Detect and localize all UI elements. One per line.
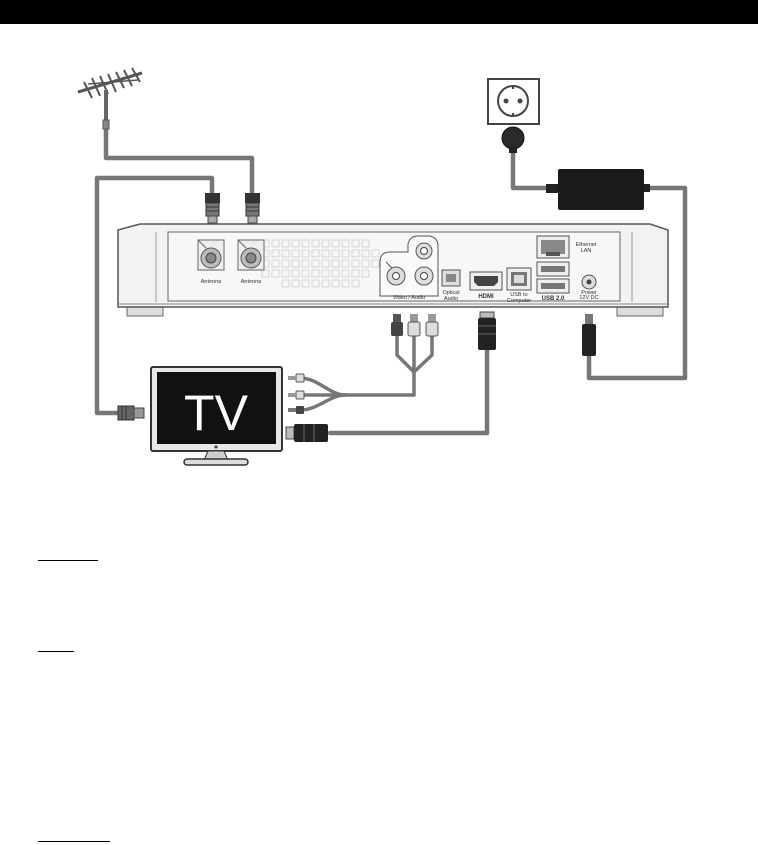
section-heading-underline-3 <box>38 841 110 842</box>
tv-antenna-plug <box>117 405 145 421</box>
hdmi-plug <box>478 311 496 350</box>
set-top-box: Antenna Antenna Video / Audio Optical <box>117 223 669 317</box>
hdmi-cable <box>327 345 490 436</box>
antenna-1-label: Antenna <box>201 279 222 285</box>
antenna-connector-1 <box>205 193 220 224</box>
power-dc-plug <box>582 314 596 356</box>
av-cable <box>298 333 434 412</box>
tv-rca-plugs <box>288 373 305 414</box>
video-audio-label: Video / Audio <box>393 295 425 301</box>
optical-label-line2: Audio <box>444 296 458 302</box>
usb-computer-label-line1: USB to <box>510 292 527 298</box>
wall-socket-icon <box>487 78 540 125</box>
section-heading-underline-1 <box>38 560 98 561</box>
usb-computer-label-line2: Computer <box>507 298 531 304</box>
power-port: Power 12V DC <box>579 274 599 301</box>
tv-antenna-cable <box>94 175 215 416</box>
header-bar <box>0 0 758 24</box>
usb20-ports: USB 2.0 <box>536 261 570 302</box>
antenna-cable <box>103 123 255 198</box>
ethernet-label-line1: Ethernet <box>576 242 597 248</box>
tv-hdmi-plug <box>285 424 328 442</box>
antenna-connector-2 <box>245 193 260 224</box>
tv-icon: TV <box>150 366 283 466</box>
section-heading-underline-2 <box>38 651 74 652</box>
antenna-icon <box>77 67 143 130</box>
antenna-2-label: Antenna <box>241 279 262 285</box>
rca-plugs <box>391 314 439 337</box>
power-label-line1: Power <box>581 290 597 296</box>
power-label-line2: 12V DC <box>579 295 598 301</box>
antenna-port-1: Antenna <box>197 239 225 285</box>
video-audio-ports: Video / Audio <box>379 235 439 301</box>
vent-grid <box>261 239 380 288</box>
optical-audio-port: Optical Audio <box>441 269 461 302</box>
power-plug-cable <box>510 145 551 191</box>
tv-label: TV <box>184 385 249 441</box>
hdmi-port: HDMI <box>469 271 503 300</box>
hdmi-label: HDMI <box>478 294 494 300</box>
usb20-label: USB 2.0 <box>542 296 565 302</box>
optical-label-line1: Optical <box>442 290 459 296</box>
power-adapter-cable <box>586 185 688 381</box>
usb-computer-port: USB to Computer <box>506 267 532 304</box>
ethernet-label-line2: LAN <box>581 248 592 254</box>
power-plug-icon <box>501 126 525 153</box>
ethernet-port: Ethernet LAN <box>536 235 597 259</box>
power-adapter-icon <box>546 169 650 210</box>
antenna-port-2: Antenna <box>237 239 265 285</box>
